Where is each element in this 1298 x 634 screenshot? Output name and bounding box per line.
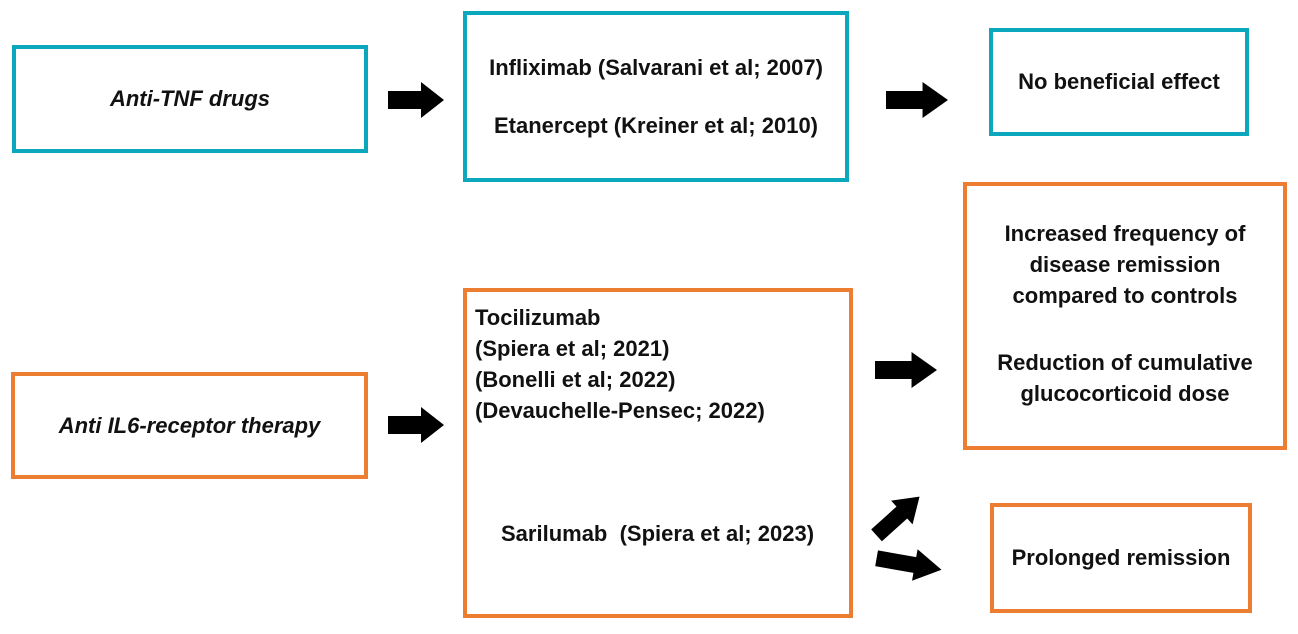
- anti-tnf-drugs-box: Infliximab (Salvarani et al; 2007) Etane…: [463, 11, 849, 182]
- infliximab-study-label: Infliximab (Salvarani et al; 2007): [489, 54, 823, 80]
- tocilizumab-ref-spiera: (Spiera et al; 2021): [475, 336, 670, 361]
- prolonged-remission-label: Prolonged remission: [1011, 545, 1231, 570]
- anti-tnf-category-box: Anti-TNF drugs: [12, 45, 368, 153]
- anti-il6-outcome-box: Increased frequency of disease remission…: [963, 182, 1287, 450]
- tocilizumab-ref-bonelli: (Bonelli et al; 2022): [475, 367, 676, 392]
- arrow-right-icon: [388, 407, 444, 443]
- tocilizumab-label: Tocilizumab: [475, 305, 601, 330]
- anti-tnf-category-label: Anti-TNF drugs: [109, 86, 271, 111]
- etanercept-study-label: Etanercept (Kreiner et al; 2010): [493, 112, 819, 138]
- arrow-right-icon: [388, 82, 444, 118]
- anti-tnf-outcome-box: No beneficial effect: [989, 28, 1249, 136]
- sarilumab-study-label: Sarilumab (Spiera et al; 2023): [501, 521, 815, 546]
- prolonged-remission-box: Prolonged remission: [990, 503, 1252, 613]
- arrow-right-icon: [875, 549, 942, 581]
- glucocorticoid-reduction-label: Reduction of cumulative glucocorticoid d…: [997, 350, 1253, 406]
- no-beneficial-effect-label: No beneficial effect: [1018, 69, 1220, 94]
- arrow-right-icon: [875, 352, 937, 388]
- tocilizumab-ref-devauchelle: (Devauchelle-Pensec; 2022): [475, 398, 765, 423]
- anti-il6-drugs-box: Tocilizumab (Spiera et al; 2021) (Bonell…: [463, 288, 853, 618]
- arrow-up-right-icon: [871, 496, 920, 542]
- arrow-right-icon: [886, 82, 948, 118]
- increased-remission-label: Increased frequency of disease remission…: [1004, 221, 1246, 308]
- anti-il6-category-box: Anti IL6-receptor therapy: [11, 372, 368, 479]
- anti-il6-category-label: Anti IL6-receptor therapy: [58, 412, 321, 438]
